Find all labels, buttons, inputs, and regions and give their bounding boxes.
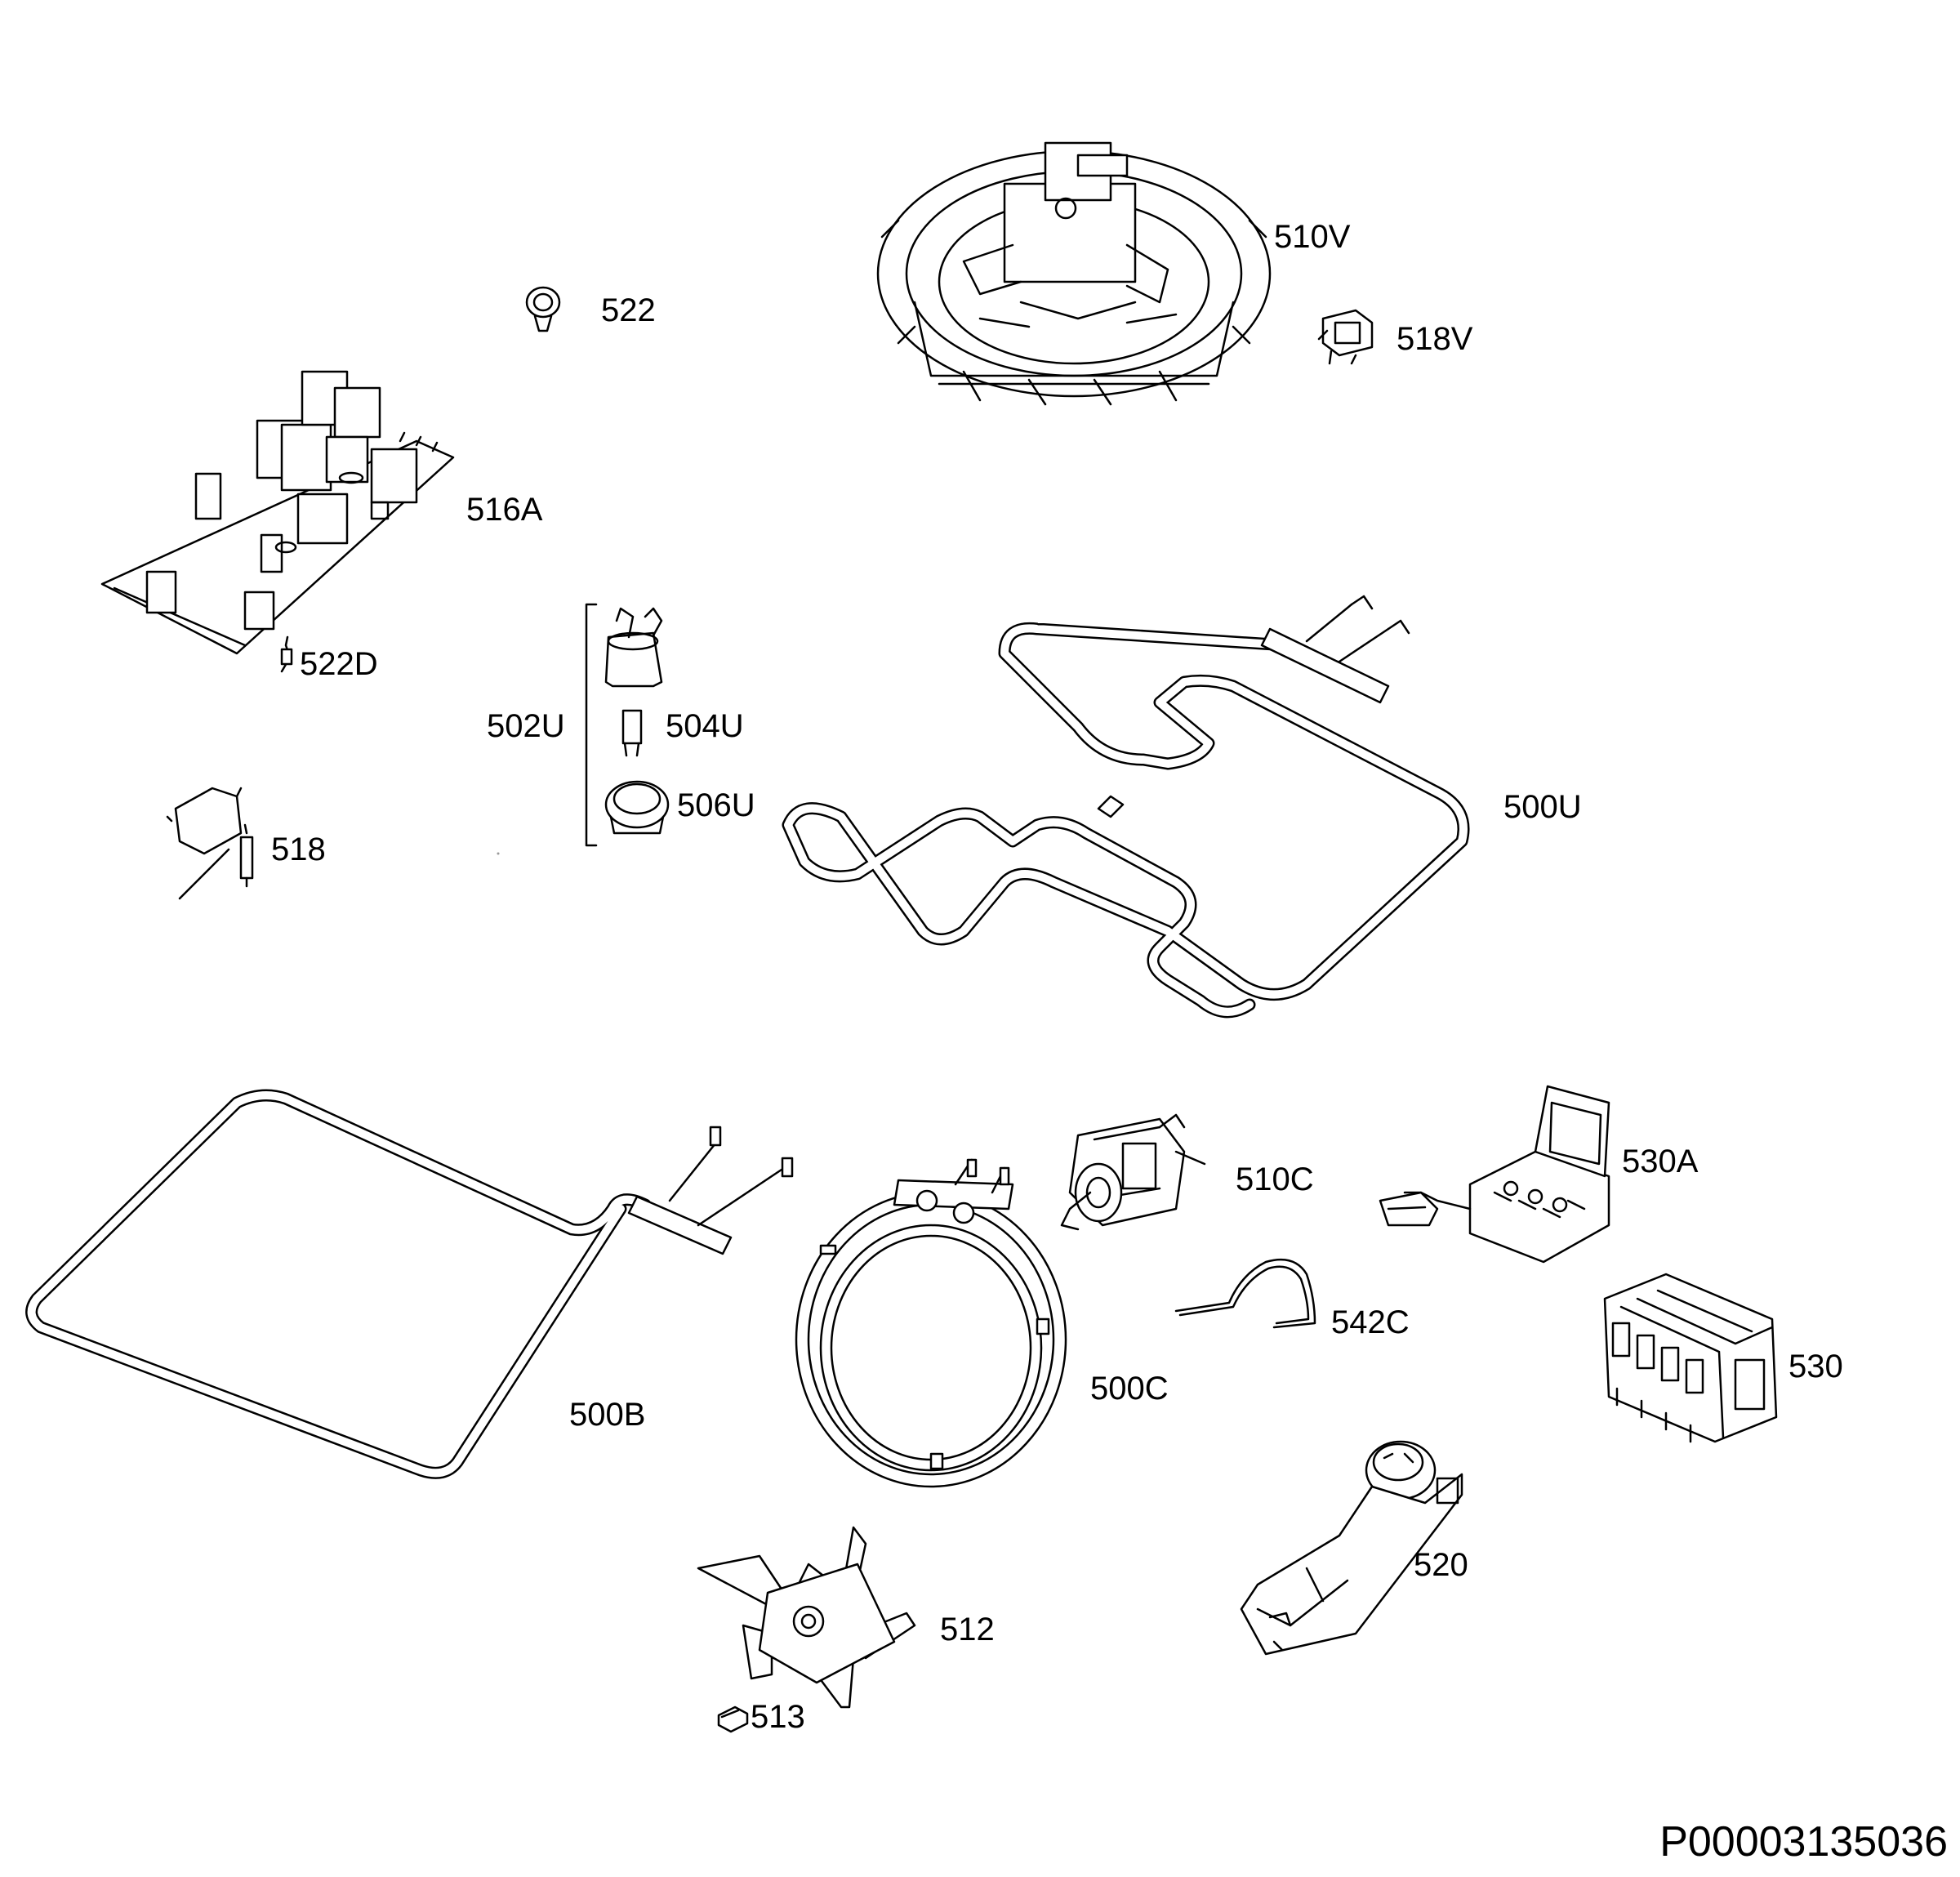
part-label-518: 518 <box>271 831 326 867</box>
part-label-510V: 510V <box>1274 219 1351 255</box>
lamp-cover-icon[interactable] <box>604 780 670 835</box>
fan-blade-icon[interactable] <box>697 1526 916 1709</box>
lamp-bulb-icon[interactable] <box>604 607 663 757</box>
top-heating-element-icon[interactable] <box>782 595 1470 1019</box>
part-label-510C: 510C <box>1236 1161 1314 1197</box>
bottom-heating-element-icon[interactable] <box>25 1089 794 1479</box>
document-code: P00003135036 <box>1659 1818 1948 1866</box>
fan-motor-housing-icon[interactable] <box>876 141 1272 406</box>
part-label-518V: 518V <box>1396 321 1473 357</box>
part-label-504U: 504U <box>666 708 744 744</box>
circuit-board-icon[interactable] <box>100 370 455 655</box>
part-label-506U: 506U <box>677 787 755 823</box>
part-label-522D: 522D <box>300 646 378 682</box>
part-label-530: 530 <box>1788 1349 1843 1384</box>
part-label-502U: 502U <box>487 708 565 744</box>
part-label-500C: 500C <box>1090 1371 1169 1407</box>
part-label-513: 513 <box>751 1699 805 1735</box>
thermostat-icon[interactable] <box>1317 309 1374 365</box>
part-label-516A: 516A <box>466 492 543 528</box>
part-label-500B: 500B <box>569 1397 645 1433</box>
part-label-500U: 500U <box>1503 789 1582 825</box>
part-label-520: 520 <box>1414 1547 1468 1583</box>
clip-icon[interactable] <box>525 286 561 332</box>
part-label-512: 512 <box>940 1612 995 1647</box>
cooling-fan-motor-icon[interactable] <box>1060 1113 1206 1231</box>
fuse-icon[interactable] <box>280 635 293 673</box>
circular-heating-element-icon[interactable] <box>795 1158 1067 1488</box>
door-switch-icon[interactable] <box>166 787 254 900</box>
part-label-542C: 542C <box>1331 1304 1410 1340</box>
timer-icon[interactable] <box>1240 1440 1463 1656</box>
relay-module-icon[interactable] <box>1603 1273 1778 1443</box>
spring-clip-icon[interactable] <box>1174 1258 1316 1329</box>
terminal-block-icon[interactable] <box>1379 1085 1610 1264</box>
part-label-522: 522 <box>601 292 656 328</box>
nut-icon[interactable] <box>717 1705 749 1733</box>
part-label-530A: 530A <box>1622 1144 1699 1179</box>
lamp-assembly-bracket-icon[interactable] <box>585 603 598 847</box>
